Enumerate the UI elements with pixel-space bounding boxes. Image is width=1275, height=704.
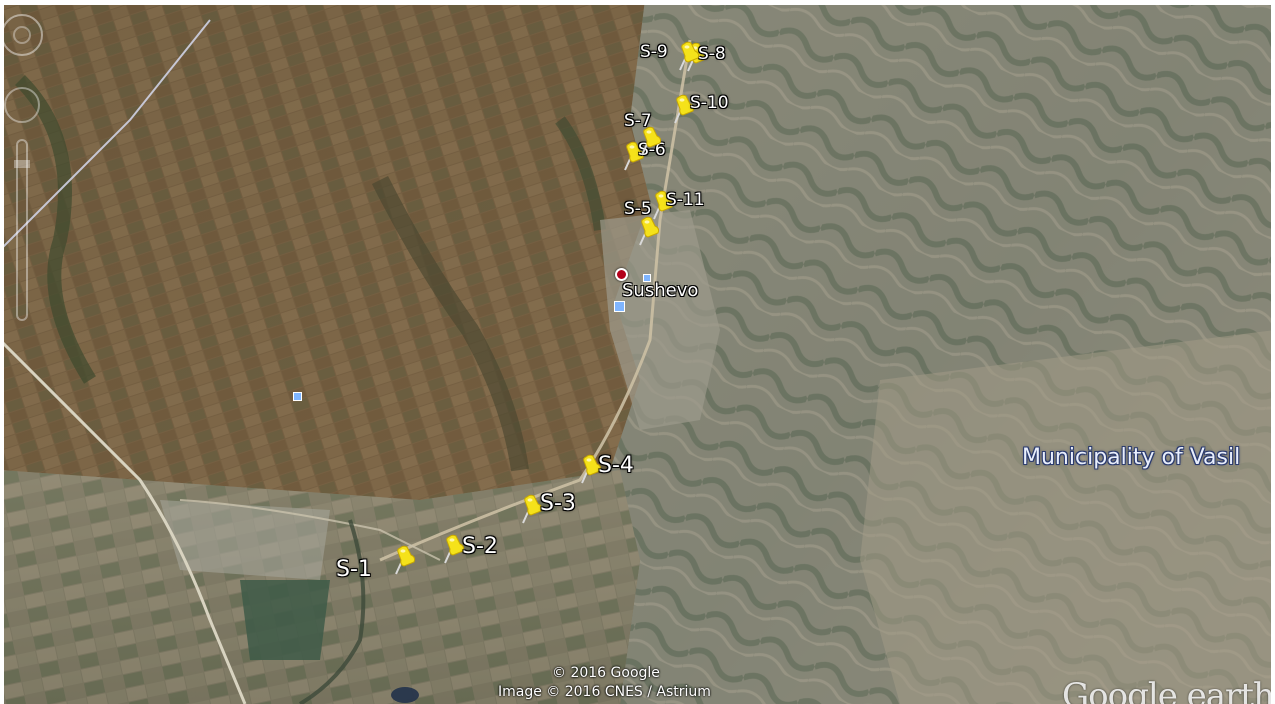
pin-label-s-5[interactable]: S-5	[624, 199, 652, 219]
pin-label-s-4[interactable]: S-4	[598, 453, 634, 478]
place-label-sushevo[interactable]: Sushevo	[622, 280, 699, 301]
pushpin-icon[interactable]	[650, 190, 676, 220]
poi-icon[interactable]	[614, 301, 625, 312]
pin-label-s-7[interactable]: S-7	[624, 111, 652, 131]
pushpin-icon[interactable]	[676, 41, 702, 71]
pin-label-s-3[interactable]: S-3	[540, 491, 576, 516]
place-dot-icon[interactable]	[615, 268, 628, 281]
pushpin-icon[interactable]	[636, 216, 662, 246]
poi-icon[interactable]	[293, 392, 302, 401]
pushpin-icon[interactable]	[519, 494, 545, 524]
region-label: Municipality of Vasil	[1022, 445, 1241, 470]
pushpin-icon[interactable]	[638, 126, 664, 156]
poi-icon[interactable]	[643, 274, 651, 282]
google-earth-logo: Google earth	[1062, 676, 1275, 704]
navigation-control-icon[interactable]	[0, 0, 44, 340]
pushpin-icon[interactable]	[621, 141, 647, 171]
pushpin-icon[interactable]	[392, 545, 418, 575]
pin-label-s-1[interactable]: S-1	[336, 557, 372, 582]
pushpin-icon[interactable]	[441, 534, 467, 564]
pin-label-s-2[interactable]: S-2	[462, 534, 498, 559]
pushpin-icon[interactable]	[671, 94, 697, 124]
copyright-google: © 2016 Google	[552, 665, 660, 681]
pin-label-s-10[interactable]: S-10	[690, 93, 729, 113]
copyright-imagery: Image © 2016 CNES / Astrium	[498, 684, 711, 700]
pin-label-s-11[interactable]: S-11	[666, 190, 705, 210]
pin-label-s-8[interactable]: S-8	[698, 44, 726, 64]
pin-label-s-9[interactable]: S-9	[640, 42, 668, 62]
pushpin-icon[interactable]	[578, 454, 604, 484]
pin-label-s-6[interactable]: S-6	[638, 140, 666, 160]
